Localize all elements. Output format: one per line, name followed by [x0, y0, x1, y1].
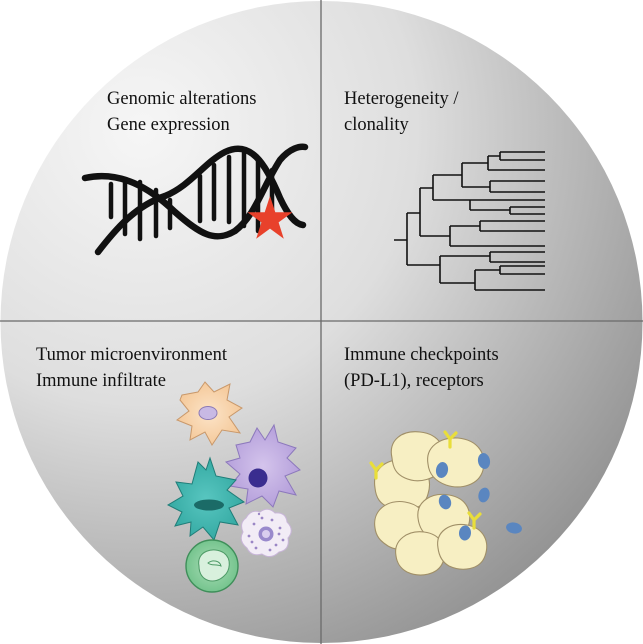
label-checkpoints-line2: (PD-L1), receptors: [344, 371, 484, 391]
tumor-cell: [395, 531, 446, 576]
phylogenetic-tree-icon: [394, 151, 545, 291]
label-heterogeneity: Heterogeneity / clonality: [344, 86, 459, 138]
immune-cells-icon: [166, 381, 301, 593]
tumor-cell: [437, 523, 488, 570]
macrophage-icon: [224, 423, 301, 508]
tumor-cell: [427, 437, 485, 488]
label-checkpoints-line1: Immune checkpoints: [344, 345, 499, 365]
label-microenvironment: Tumor microenvironment Immune infiltrate: [36, 342, 227, 394]
ligand-icon: [435, 453, 522, 541]
receptor-icon: [369, 430, 482, 530]
label-heterogeneity-line1: Heterogeneity /: [344, 89, 459, 109]
label-heterogeneity-line2: clonality: [344, 115, 409, 135]
label-microenvironment-line1: Tumor microenvironment: [36, 345, 227, 365]
label-microenvironment-line2: Immune infiltrate: [36, 371, 166, 391]
mutation-star-icon: [247, 196, 293, 239]
tumor-cells-receptors-icon: [369, 430, 522, 576]
label-genomic: Genomic alterations Gene expression: [107, 86, 257, 138]
label-genomic-line1: Genomic alterations: [107, 89, 257, 109]
label-genomic-line2: Gene expression: [107, 115, 230, 135]
label-checkpoints: Immune checkpoints (PD-L1), receptors: [344, 342, 499, 394]
